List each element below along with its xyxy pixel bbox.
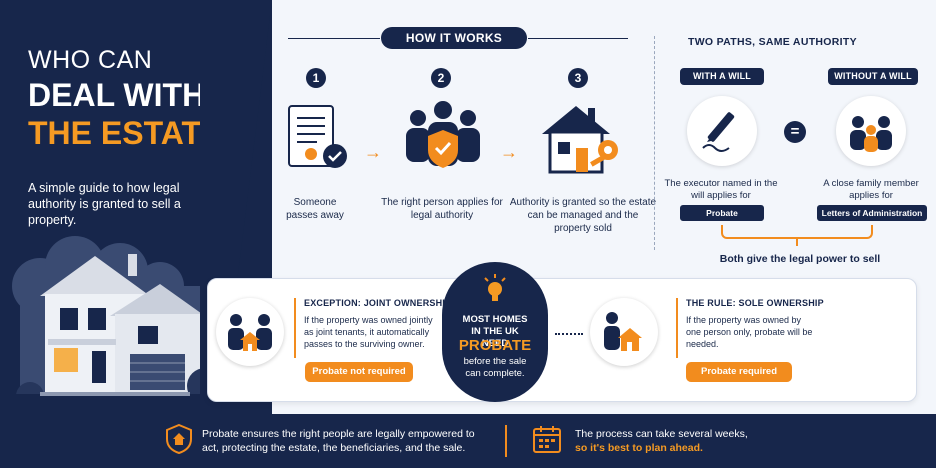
hiw-line-left [288,38,380,39]
rule-accent-line [676,298,678,358]
footer-separator [505,425,507,457]
without-will-label: WITHOUT A WILL [828,68,918,85]
rule-title: THE RULE: SOLE OWNERSHIP [686,298,824,308]
hiw-line-right [528,38,628,39]
step-1-number: 1 [306,68,326,88]
footer-right-highlight: so it's best to plan ahead. [575,442,703,454]
equals-icon: = [784,121,806,143]
person-house-icon [604,312,642,351]
center-line-2: before the sale can complete. [463,356,527,379]
bracket-stem [796,238,798,246]
exception-text: If the property was owned jointly as joi… [304,315,433,349]
shield-house-icon [166,424,192,454]
probate-required-button: Probate required [686,362,792,382]
both-summary: Both give the legal power to sell [719,253,881,265]
footer-right-text: The process can take several weeks, [575,428,748,440]
step-2-number: 2 [431,68,451,88]
center-highlight: PROBATE [458,337,532,354]
house-key-icon [542,106,618,174]
center-line-1: MOST HOMES IN THE UK NEED [462,314,528,349]
probate-tag: Probate [680,205,764,221]
footer-left-text: Probate ensures the right people are leg… [202,428,475,454]
exception-accent-line [294,298,296,358]
arrow-right-icon: → [364,142,382,162]
rule-text: If the property was owned by one person … [686,315,813,349]
exception-circle [216,298,284,366]
rule-circle [590,298,658,366]
bracket-connector [721,225,873,239]
pen-signing-icon [702,112,735,152]
dotted-connector [555,333,583,335]
footer [0,414,936,468]
lightbulb-icon [484,274,506,301]
arrow-right-icon: → [500,142,518,162]
without-will-text: A close family member applies for [823,178,919,201]
family-icon [850,116,892,152]
two-paths-title: TWO PATHS, SAME AUTHORITY [688,36,857,48]
with-will-label: WITH A WILL [680,68,764,85]
step-3-text: Authority is granted so the estate can b… [509,197,657,234]
hero-line-2: DEAL WITH [28,77,206,113]
document-checkmark-icon [288,105,347,168]
step-3-number: 3 [568,68,588,88]
hero-line-1: WHO CAN [28,46,153,74]
letters-of-administration-tag: Letters of Administration [817,205,927,221]
exception-title: EXCEPTION: JOINT OWNERSHIP [304,298,452,308]
with-will-text: The executor named in the will applies f… [664,178,778,201]
hero-subtitle: A simple guide to how legal authority is… [28,181,181,227]
step-1-text: Someone passes away [286,197,344,221]
couple-house-icon [228,314,272,351]
how-it-works-title: HOW IT WORKS [381,27,527,49]
probate-not-required-button: Probate not required [305,362,413,382]
section-divider [654,36,655,250]
people-shield-icon [406,101,480,168]
step-2-text: The right person applies for legal autho… [381,197,503,221]
with-will-circle [687,96,757,166]
without-will-circle [836,96,906,166]
calendar-icon [533,426,561,453]
